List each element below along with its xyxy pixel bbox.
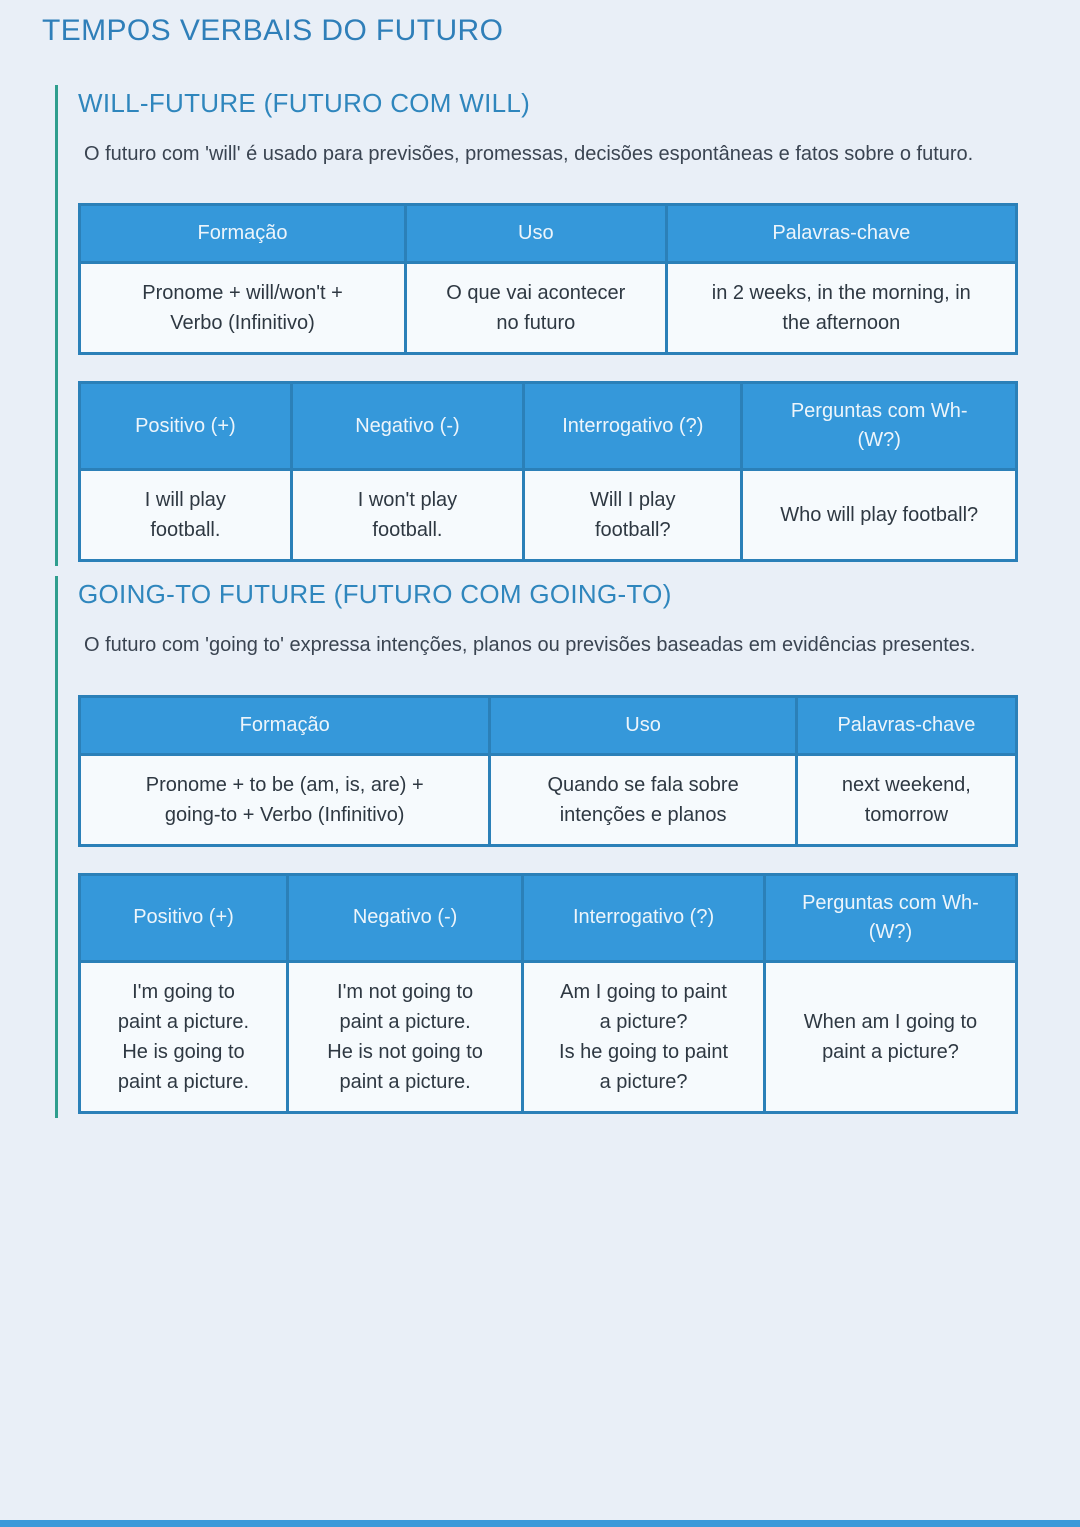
interrogative-example-cell: Will I play football? bbox=[522, 468, 744, 563]
table-row: Pronome + to be (am, is, are) + going-to… bbox=[77, 752, 1019, 847]
positive-example-cell: I'm going to paint a picture. He is goin… bbox=[78, 959, 289, 1114]
wh-question-example-cell: When am I going to paint a picture? bbox=[762, 959, 1019, 1114]
table-header-row: Positivo (+) Negativo (-) Interrogativo … bbox=[78, 381, 1018, 472]
column-header-formacao: Formação bbox=[77, 694, 492, 756]
column-header-negativo: Negativo (-) bbox=[289, 381, 526, 472]
formation-cell: Pronome + to be (am, is, are) + going-to… bbox=[77, 752, 492, 847]
table-row: I will play football. I won't play footb… bbox=[78, 468, 1018, 563]
section-heading-going-to-future: GOING-TO FUTURE (FUTURO COM GOING-TO) bbox=[78, 579, 672, 610]
positive-example-cell: I will play football. bbox=[78, 468, 293, 563]
table-row: I'm going to paint a picture. He is goin… bbox=[78, 959, 1019, 1114]
section-will-future: WILL-FUTURE (FUTURO COM WILL) O futuro c… bbox=[55, 85, 1019, 567]
column-header-negativo: Negativo (-) bbox=[285, 872, 525, 963]
table-header-row: Formação Uso Palavras-chave bbox=[77, 203, 1019, 265]
page-bottom-bar bbox=[0, 1520, 1080, 1527]
table-header-row: Positivo (+) Negativo (-) Interrogativo … bbox=[78, 872, 1019, 963]
going-to-future-description: O futuro com 'going to' expressa intençõ… bbox=[84, 634, 976, 657]
table-header-row: Formação Uso Palavras-chave bbox=[77, 694, 1019, 756]
keywords-cell: in 2 weeks, in the morning, in the after… bbox=[664, 261, 1019, 356]
table-row: Pronome + will/won't + Verbo (Infinitivo… bbox=[77, 261, 1019, 356]
section-heading-will-future: WILL-FUTURE (FUTURO COM WILL) bbox=[78, 88, 531, 118]
column-header-positivo: Positivo (+) bbox=[78, 381, 293, 472]
going-to-sentence-forms-table: Positivo (+) Negativo (-) Interrogativo … bbox=[78, 872, 1019, 1114]
column-header-formacao: Formação bbox=[77, 203, 408, 265]
document-title: TEMPOS VERBAIS DO FUTURO bbox=[42, 14, 504, 47]
negative-example-cell: I'm not going to paint a picture. He is … bbox=[285, 959, 525, 1114]
column-header-palavras-chave: Palavras-chave bbox=[794, 694, 1019, 756]
column-header-perguntas-wh: Perguntas com Wh- (W?) bbox=[740, 381, 1018, 472]
column-header-uso: Uso bbox=[404, 203, 668, 265]
column-header-perguntas-wh: Perguntas com Wh- (W?) bbox=[762, 872, 1019, 963]
negative-example-cell: I won't play football. bbox=[289, 468, 526, 563]
will-sentence-forms-table: Positivo (+) Negativo (-) Interrogativo … bbox=[78, 381, 1018, 563]
column-header-positivo: Positivo (+) bbox=[78, 872, 289, 963]
will-future-description: O futuro com 'will' é usado para previsõ… bbox=[84, 143, 974, 165]
column-header-interrogativo: Interrogativo (?) bbox=[522, 381, 744, 472]
usage-cell: O que vai acontecer no futuro bbox=[404, 261, 668, 356]
keywords-cell: next weekend, tomorrow bbox=[794, 752, 1019, 847]
document-page: TEMPOS VERBAIS DO FUTURO WILL-FUTURE (FU… bbox=[42, 14, 1019, 1118]
section-going-to-future: GOING-TO FUTURE (FUTURO COM GOING-TO) O … bbox=[55, 576, 1019, 1118]
going-to-formation-table: Formação Uso Palavras-chave Pronome + to… bbox=[77, 694, 1019, 847]
wh-question-example-cell: Who will play football? bbox=[740, 468, 1018, 563]
formation-cell: Pronome + will/won't + Verbo (Infinitivo… bbox=[77, 261, 408, 356]
interrogative-example-cell: Am I going to paint a picture? Is he goi… bbox=[521, 959, 766, 1114]
usage-cell: Quando se fala sobre intenções e planos bbox=[488, 752, 798, 847]
column-header-interrogativo: Interrogativo (?) bbox=[521, 872, 766, 963]
will-formation-table: Formação Uso Palavras-chave Pronome + wi… bbox=[77, 203, 1019, 356]
column-header-uso: Uso bbox=[488, 694, 798, 756]
column-header-palavras-chave: Palavras-chave bbox=[664, 203, 1019, 265]
